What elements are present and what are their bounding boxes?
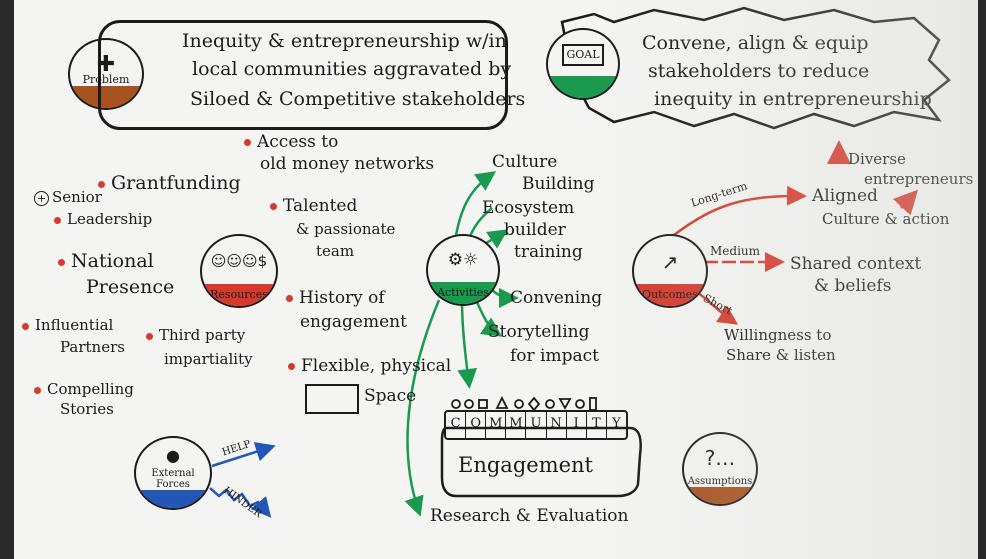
- outcome-medium-label: Medium: [710, 244, 761, 258]
- problem-box: [98, 20, 508, 130]
- resource-third-party: Third party: [146, 326, 245, 344]
- goal-circle: GOAL: [546, 28, 620, 100]
- thought-bubble-icon: ?…: [704, 446, 736, 470]
- community-letter: N: [547, 412, 567, 438]
- community-letter: I: [567, 412, 587, 438]
- outcome-shared-cont: & beliefs: [814, 276, 892, 296]
- resource-compelling-cont: Stories: [60, 400, 114, 418]
- community-letter: O: [466, 412, 487, 438]
- activity-ecosystem: Ecosystem: [482, 198, 575, 218]
- resource-flexible: Flexible, physical: [288, 356, 451, 376]
- activity-culture-cont: Building: [522, 174, 595, 194]
- problem-line-3: Siloed & Competitive stakeholders: [190, 88, 526, 110]
- community-letter: T: [587, 412, 607, 438]
- activity-ecosystem-cont: builder: [504, 220, 566, 240]
- goal-line-1: Convene, align & equip: [642, 32, 869, 54]
- resource-access-cont: old money networks: [260, 154, 435, 174]
- activity-storytelling: Storytelling: [488, 322, 590, 342]
- outcome-willingness: Willingness to: [724, 326, 832, 344]
- resize-corner: [964, 545, 978, 559]
- activities-circle: ⚙☼ Activities: [426, 234, 500, 306]
- resource-flexible-cont: Space: [364, 386, 417, 406]
- problem-line-1: Inequity & entrepreneurship w/in: [182, 30, 507, 52]
- resource-talent: Talented: [270, 196, 357, 216]
- gears-icon: ⚙☼: [447, 250, 479, 270]
- activity-storytelling-cont: for impact: [510, 346, 599, 366]
- resource-national: National: [58, 250, 154, 273]
- outcome-aligned-cont: Culture & action: [822, 210, 950, 228]
- resource-access: Access to: [244, 132, 338, 152]
- outcome-aligned: Aligned: [812, 186, 878, 206]
- resource-influential-cont: Partners: [60, 338, 125, 356]
- resource-compelling: Compelling: [34, 380, 134, 398]
- resource-senior-cont: Leadership: [54, 210, 152, 228]
- activity-ecosystem-cont2: training: [514, 242, 583, 262]
- activity-research: Research & Evaluation: [430, 506, 629, 526]
- community-letter: M: [486, 412, 507, 438]
- community-letter: U: [526, 412, 547, 438]
- trend-up-icon: ↗: [661, 250, 679, 274]
- resource-history-cont: engagement: [300, 312, 407, 332]
- community-letter: Y: [612, 416, 621, 431]
- outcome-shared: Shared context: [790, 254, 922, 274]
- people-money-icon: ☺☺☺$: [210, 252, 268, 270]
- problem-line-2: local communities aggravated by: [192, 58, 512, 80]
- assumptions-circle: ?… Assumptions: [682, 432, 758, 506]
- goal-cloud-outline: [560, 6, 951, 130]
- community-letters: C O M M U N I T Y: [444, 410, 628, 440]
- external-forces-circle: ● External Forces: [134, 436, 212, 510]
- goal-line-2: stakeholders to reduce: [648, 60, 870, 82]
- resource-third-party-cont: impartiality: [164, 350, 253, 368]
- activity-culture: Culture: [492, 152, 558, 172]
- puzzle-piece-icon: ✚: [96, 52, 116, 77]
- resource-history: History of: [286, 288, 385, 308]
- goal-sign-icon: GOAL: [562, 44, 604, 66]
- resource-influential: Influential: [22, 316, 113, 334]
- resource-national-cont: Presence: [86, 276, 175, 298]
- outcome-willingness-cont: Share & listen: [726, 346, 836, 364]
- outcomes-circle: ↗ Outcomes: [632, 234, 708, 308]
- goal-line-3: inequity in entrepreneurship: [654, 88, 932, 110]
- activity-convening: Convening: [510, 288, 603, 308]
- resources-circle: ☺☺☺$ Resources: [200, 234, 278, 308]
- outcome-diverse-cont: entrepreneurs: [864, 170, 974, 188]
- resource-talent-cont: & passionate: [296, 220, 396, 238]
- resource-talent-cont2: team: [316, 242, 355, 260]
- engagement-label: Engagement: [458, 453, 593, 477]
- resource-senior: +Senior: [34, 188, 102, 206]
- outcome-diverse: Diverse: [848, 150, 906, 168]
- plus-circle-icon: +: [34, 191, 49, 206]
- community-letter: C: [446, 412, 467, 438]
- resource-grant: Grantfunding: [98, 172, 241, 195]
- whiteboard: ✚ Problem Inequity & entrepreneurship w/…: [14, 0, 978, 559]
- community-letter: M: [506, 412, 527, 438]
- globe-icon: ●: [166, 446, 180, 465]
